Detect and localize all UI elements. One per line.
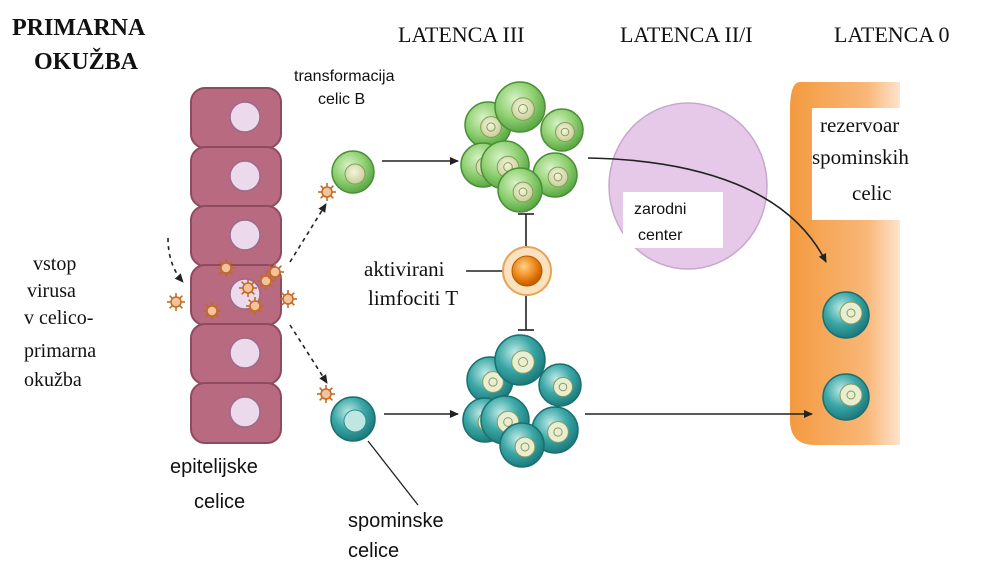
memory-cell xyxy=(495,335,545,385)
epithelial-cell xyxy=(191,206,281,266)
header-latency-2-1: LATENCA II/I xyxy=(620,22,753,47)
virus-icon xyxy=(317,385,335,403)
virus-icon xyxy=(167,293,185,311)
virus-icon xyxy=(279,290,297,308)
header-latency-0: LATENCA 0 xyxy=(834,22,950,47)
memory-cell-infection-arrow xyxy=(290,325,327,383)
activated-t-cell xyxy=(503,247,551,295)
b-cell xyxy=(498,168,542,212)
transformed-b-cell xyxy=(332,151,374,193)
reservoir-label-3: celic xyxy=(852,181,892,205)
memory-cells-label-2: celice xyxy=(348,540,399,562)
epithelial-cell xyxy=(191,88,281,148)
reservoir-label-2: spominskih xyxy=(812,145,909,169)
virus-icon xyxy=(217,259,235,277)
t-cell-label-2: limfociti T xyxy=(368,286,458,310)
transformation-label-1: transformacija xyxy=(294,68,395,85)
reservoir-label-1: rezervoar xyxy=(820,113,899,137)
reservoir-memory-cell xyxy=(823,374,869,420)
germinal-center xyxy=(609,103,767,269)
b-cell xyxy=(495,82,545,132)
virus-entry-label-3: v celico- xyxy=(24,307,93,329)
title-line-1: PRIMARNA xyxy=(12,15,146,41)
header-latency-3: LATENCA III xyxy=(398,22,524,47)
memory-cell-label-leader xyxy=(368,441,418,505)
virus-entry-label-5: okužba xyxy=(24,369,82,391)
epithelial-label-2: celice xyxy=(194,491,245,513)
virus-icon xyxy=(246,297,264,315)
infected-epithelial-cell xyxy=(191,265,281,325)
virus-entry-label-2: virusa xyxy=(27,280,76,302)
memory-b-cell xyxy=(331,397,375,441)
b-cell xyxy=(541,109,583,151)
virus-icon xyxy=(266,263,284,281)
transformation-label-2: celic B xyxy=(318,91,365,108)
proliferating-b-cell-cluster xyxy=(461,82,583,212)
virus-icon xyxy=(203,302,221,320)
germinal-center-label-1: zarodni xyxy=(634,201,686,218)
epithelial-cell xyxy=(191,147,281,207)
epithelial-cell xyxy=(191,324,281,384)
reservoir-memory-cell xyxy=(823,292,869,338)
memory-cell xyxy=(500,423,544,467)
germinal-center-label-2: center xyxy=(638,227,683,244)
epithelial-label-1: epitelijske xyxy=(170,456,258,478)
epithelial-cell xyxy=(191,383,281,443)
virus-entry-arrow xyxy=(168,238,183,282)
memory-cells-label-1: spominske xyxy=(348,510,444,532)
t-cell-label-1: aktivirani xyxy=(364,257,445,281)
title-line-2: OKUŽBA xyxy=(34,48,139,75)
memory-cell xyxy=(539,364,581,406)
virus-entry-label-4: primarna xyxy=(24,340,96,362)
b-cell-infection-arrow xyxy=(290,204,326,262)
epithelial-cell-column xyxy=(191,88,281,443)
memory-cell-cluster xyxy=(463,335,581,467)
virus-entry-label-1: vstop xyxy=(33,253,76,275)
virus-icon xyxy=(239,279,257,297)
virus-icon xyxy=(318,183,336,201)
